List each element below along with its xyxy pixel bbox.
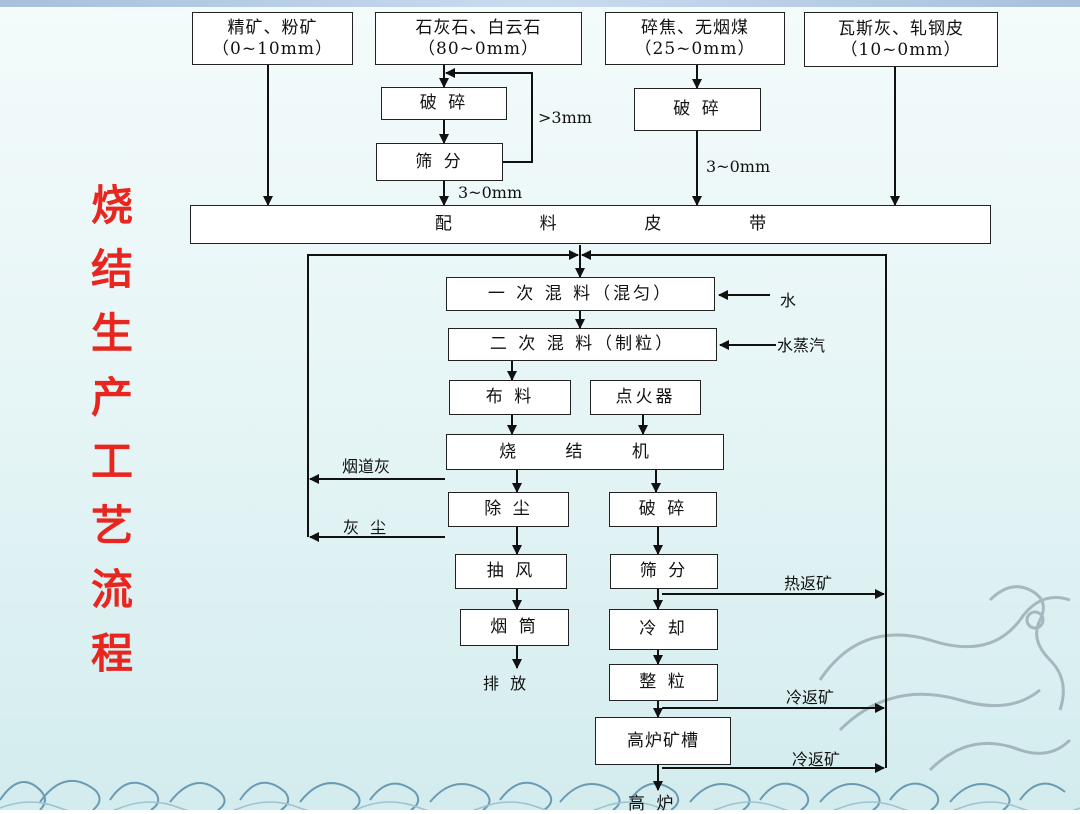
crush-box-2: 破 碎 (634, 88, 761, 131)
crush-label: 破 碎 (673, 99, 722, 119)
material-limestone: 石灰石、白云石 （80~0mm） (375, 12, 582, 65)
batching-belt: 配 料 皮 带 (190, 205, 991, 244)
crush-box-1: 破 碎 (381, 87, 507, 120)
sizing: 整 粒 (609, 664, 718, 701)
chimney-label: 烟 筒 (490, 617, 539, 637)
secondary-mixing: 二 次 混 料（制粒） (448, 328, 717, 361)
label-water: 水 (780, 291, 797, 310)
title-char: 产 (90, 373, 133, 422)
label-discharge: 排 放 (483, 674, 530, 693)
label-steam: 水蒸汽 (777, 336, 826, 355)
crush-label: 破 碎 (419, 93, 469, 113)
chimney: 烟 筒 (460, 609, 569, 646)
material-coke: 碎焦、无烟煤 （25~0mm） (605, 12, 785, 65)
belt-char: 配 (434, 214, 452, 234)
title-char: 程 (90, 629, 133, 678)
material-gas-ash: 瓦斯灰、轧钢皮 （10~0mm） (804, 12, 998, 67)
top-banner (0, 0, 1080, 7)
material-size: （25~0mm） (634, 38, 756, 59)
belt-char: 带 (749, 214, 767, 234)
cooling: 冷 却 (609, 609, 718, 650)
igniter: 点火器 (590, 380, 701, 415)
label-cold-return-2: 冷返矿 (792, 750, 841, 769)
title-char: 生 (90, 309, 133, 358)
label-cold-return-1: 冷返矿 (786, 688, 835, 707)
title-char: 工 (90, 437, 133, 486)
label-flue-ash: 烟道灰 (342, 457, 391, 476)
material-size: （80~0mm） (418, 38, 539, 59)
blast-furnace: 高 炉 (628, 794, 677, 814)
belt-char: 料 (539, 214, 557, 234)
material-laying: 布 料 (449, 380, 571, 415)
sinter-label: 烧 结 机 (499, 441, 671, 462)
crush-label: 破 碎 (638, 499, 688, 519)
title-char: 流 (90, 565, 133, 614)
material-name: 精矿、粉矿 (227, 17, 318, 38)
label-ash: 灰 尘 (343, 518, 390, 537)
label-size-a: 3~0mm (458, 183, 523, 202)
title-char: 艺 (90, 501, 133, 550)
lay-label: 布 料 (485, 387, 535, 407)
label-gt3mm: >3mm (538, 108, 592, 127)
crush-box-3: 破 碎 (609, 492, 717, 527)
mix2-label: 二 次 混 料（制粒） (489, 334, 676, 354)
mix1-label: 一 次 混 料（混匀） (487, 283, 674, 304)
screen-label: 筛 分 (639, 561, 689, 581)
label-hot-return: 热返矿 (784, 574, 833, 593)
grain-label: 整 粒 (639, 672, 688, 692)
title-char: 烧 (90, 181, 133, 230)
material-ore: 精矿、粉矿 （0~10mm） (192, 12, 353, 65)
material-name: 碎焦、无烟煤 (641, 17, 749, 38)
wave-decoration (0, 780, 1080, 810)
vertical-title: 烧 结 生 产 工 艺 流 程 (82, 172, 142, 684)
exhaust-fan: 抽 风 (455, 554, 567, 589)
igniter-label: 点火器 (615, 387, 676, 407)
screen-label: 筛 分 (415, 151, 464, 172)
primary-mixing: 一 次 混 料（混匀） (446, 277, 715, 311)
belt-char: 皮 (644, 214, 662, 234)
dust-label: 除 尘 (484, 499, 533, 519)
material-name: 瓦斯灰、轧钢皮 (838, 18, 964, 39)
cool-label: 冷 却 (639, 619, 688, 639)
material-size: （0~10mm） (212, 38, 333, 59)
screen-box-1: 筛 分 (376, 143, 503, 181)
sintering-machine: 烧 结 机 (446, 434, 724, 470)
fan-label: 抽 风 (486, 561, 536, 581)
screen-box-3: 筛 分 (610, 554, 718, 589)
label-size-b: 3~0mm (706, 157, 771, 176)
material-name: 石灰石、白云石 (415, 17, 542, 38)
title-char: 结 (90, 245, 133, 294)
dust-removal: 除 尘 (448, 492, 569, 527)
trough-label: 高炉矿槽 (627, 730, 699, 751)
material-size: （10~0mm） (840, 39, 962, 60)
bf-ore-trough: 高炉矿槽 (595, 717, 731, 765)
